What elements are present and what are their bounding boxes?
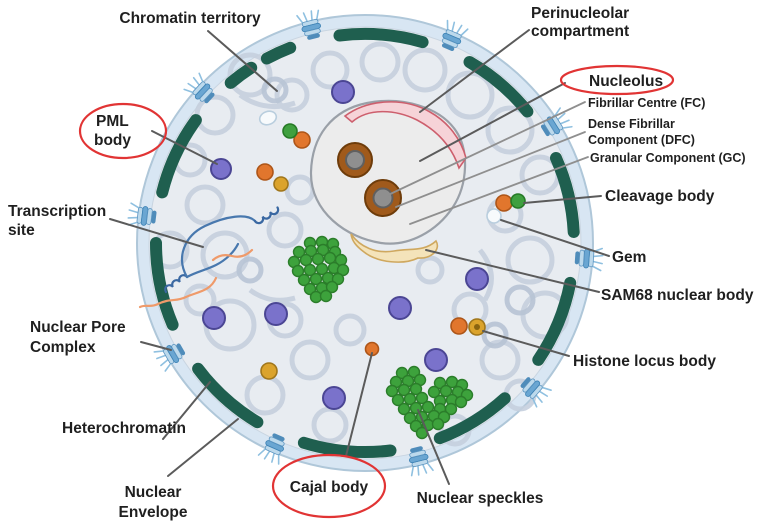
leader-cleavage-body xyxy=(523,195,602,204)
leader-granular-component xyxy=(409,156,589,225)
leader-lines xyxy=(109,29,610,485)
chromatin-squiggles-dark xyxy=(236,76,536,349)
orange-bodies xyxy=(256,131,513,357)
leader-perinucleolar xyxy=(419,29,530,113)
leader-fibrillar-centre xyxy=(385,101,586,197)
pml-bodies xyxy=(202,80,489,410)
label-cajal-body: Cajal body xyxy=(290,479,369,496)
label-sam68: SAM68 nuclear body xyxy=(601,287,754,304)
label-perinucleolar-2: compartment xyxy=(531,23,629,40)
leader-nuclear-speckles xyxy=(417,409,450,485)
nuclear-speckles-cluster xyxy=(385,365,474,440)
perinucleolar-compartment-shape xyxy=(343,101,467,170)
label-cleavage-body: Cleavage body xyxy=(605,188,715,205)
leader-heterochromatin xyxy=(162,381,211,440)
nucleolus-shape xyxy=(309,99,467,245)
leader-sam68 xyxy=(425,249,600,293)
label-nuclear-envelope-1: Nuclear xyxy=(125,484,182,501)
fibrillar-centre-shape xyxy=(345,150,365,170)
gem-shape xyxy=(486,208,502,224)
label-nuclear-speckles: Nuclear speckles xyxy=(417,490,544,507)
transcription-site-shape xyxy=(138,206,280,309)
label-nuclear-pore-2: Complex xyxy=(30,339,96,356)
gem-bodies xyxy=(258,110,502,224)
leader-nucleolus xyxy=(419,82,566,162)
leader-gem xyxy=(500,219,610,257)
leader-lines-sub xyxy=(385,101,589,225)
leader-nuclear-pore xyxy=(140,341,172,351)
leader-dense-fibrillar xyxy=(395,131,586,208)
label-pml-body-2: body xyxy=(94,132,131,149)
label-nuclear-envelope-2: Envelope xyxy=(119,504,188,521)
leader-nuclear-envelope xyxy=(167,418,239,477)
label-perinucleolar-1: Perinucleolar xyxy=(531,5,629,22)
leader-transcription-site xyxy=(109,218,204,248)
leader-chromatin-territory xyxy=(207,30,278,92)
highlight-ellipses xyxy=(78,64,675,519)
label-fibrillar-centre: Fibrillar Centre (FC) xyxy=(588,96,705,110)
fibrillar-centre-shape xyxy=(372,187,394,209)
label-transcription-site-2: site xyxy=(8,222,35,239)
label-dense-fibrillar-1: Dense Fibrillar xyxy=(588,117,675,131)
label-chromatin-territory: Chromatin territory xyxy=(119,10,261,27)
label-dense-fibrillar-2: Component (DFC) xyxy=(588,133,695,147)
nucleolus-highlight-ellipse xyxy=(559,64,675,96)
pml-highlight-ellipse xyxy=(78,102,168,160)
gold-bodies xyxy=(260,176,486,380)
label-histone-locus: Histone locus body xyxy=(573,353,716,370)
labels: Chromatin territory Perinucleolar compar… xyxy=(8,5,754,521)
cajal-highlight-ellipse xyxy=(271,453,387,519)
label-heterochromatin: Heterochromatin xyxy=(62,420,186,437)
cleavage-body-green xyxy=(510,193,526,209)
chromatin-squiggles xyxy=(150,41,570,447)
leader-pml-body xyxy=(151,130,218,165)
histone-locus-body-center xyxy=(474,324,480,330)
nuclear-speckles-cluster xyxy=(287,235,350,304)
label-nucleolus: Nucleolus xyxy=(589,73,663,90)
histone-locus-body-orange xyxy=(450,317,468,335)
cleavage-body-orange xyxy=(495,194,513,212)
label-pml-body-1: PML xyxy=(96,113,129,130)
label-nuclear-pore-1: Nuclear Pore xyxy=(30,319,126,336)
label-granular-component: Granular Component (GC) xyxy=(590,151,746,165)
label-gem: Gem xyxy=(612,249,646,266)
label-transcription-site-1: Transcription xyxy=(8,203,106,220)
leader-histone-locus xyxy=(482,330,570,357)
green-bodies xyxy=(282,123,526,209)
leader-cajal-body xyxy=(345,352,373,457)
